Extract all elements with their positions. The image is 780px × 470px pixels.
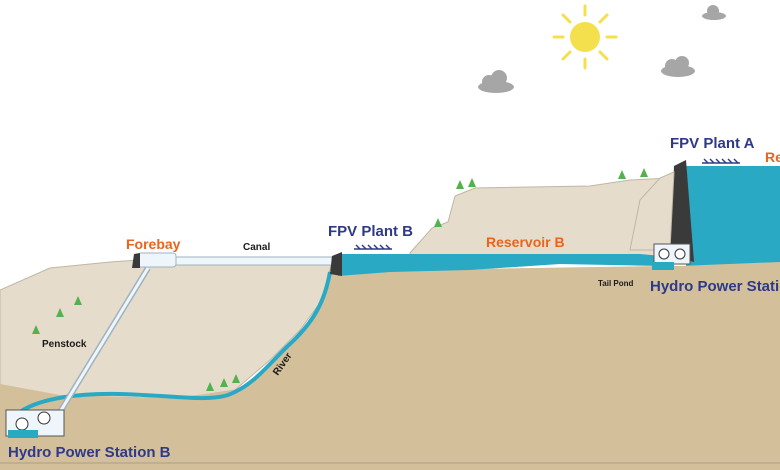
cloud-icon <box>661 56 695 77</box>
tail-pond-label: Tail Pond <box>598 279 634 288</box>
turbine-icon <box>652 243 691 270</box>
solar-panel-icon <box>354 244 392 250</box>
cloud-icon <box>478 70 514 93</box>
reservoir-b-water <box>338 254 662 276</box>
fpv-plant-a-label: FPV Plant A <box>670 135 755 152</box>
forebay-structure <box>132 252 177 268</box>
canal-label: Canal <box>243 242 271 253</box>
turbine-icon <box>5 409 65 438</box>
reservoir-a-label: Re <box>765 149 780 165</box>
reservoir-b-label: Reservoir B <box>486 234 565 250</box>
hydro-station-b-label: Hydro Power Station B <box>8 444 171 461</box>
cloud-icon <box>702 5 726 20</box>
tree-icon <box>32 168 648 391</box>
river <box>18 271 332 414</box>
solar-panel-icon <box>702 158 740 164</box>
fpv-plant-b-label: FPV Plant B <box>328 223 414 240</box>
hydro-station-a-label: Hydro Power Statio <box>650 278 780 295</box>
canal <box>171 256 333 266</box>
penstock-label: Penstock <box>42 339 87 350</box>
reservoir-a-water <box>686 166 780 266</box>
ground <box>0 262 780 470</box>
dam-icon <box>330 252 342 276</box>
forebay-label: Forebay <box>126 236 181 252</box>
sun-icon <box>552 4 618 70</box>
dam-icon <box>670 160 694 262</box>
